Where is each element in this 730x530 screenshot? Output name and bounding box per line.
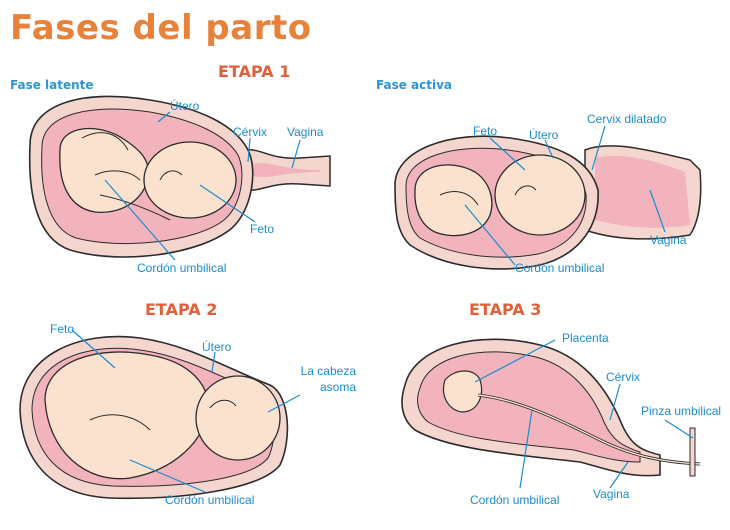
stage-2-heading: ETAPA 2 — [145, 300, 218, 319]
s3-vagina-label: Vagina — [593, 487, 630, 501]
stage-3-heading: ETAPA 3 — [469, 300, 542, 319]
s2-uterus-label: Útero — [202, 340, 232, 354]
s1-cervix-label: Cérvix — [233, 125, 268, 139]
s2-head-label-line2: asoma — [319, 380, 356, 394]
latent-phase-heading: Fase latente — [10, 78, 94, 92]
stage-1-active-diagram — [394, 125, 702, 270]
s1b-cord-label: Cordón umbilical — [515, 261, 605, 275]
s1b-fetus-head — [494, 154, 586, 236]
s3-cord-label: Cordón umbilical — [470, 493, 560, 507]
s2-cord-label: Cordón umbilical — [165, 493, 255, 507]
active-phase-heading: Fase activa — [376, 78, 453, 92]
page-title: Fases del parto — [10, 8, 312, 48]
s3-placenta — [442, 370, 483, 413]
stage-1-latent-diagram — [28, 95, 331, 261]
stage-3-diagram — [401, 338, 701, 489]
s3-placenta-label: Placenta — [562, 331, 609, 345]
stage-2-diagram — [19, 329, 301, 500]
s3-umbilical-clamp — [689, 427, 696, 477]
s1-vagina-label: Vagina — [287, 125, 324, 139]
s1b-fetus-body — [414, 164, 493, 237]
s1b-vagina-label: Vagina — [650, 233, 687, 247]
s1-cord-label: Cordón umbilical — [137, 261, 227, 275]
s3-cervix-label: Cérvix — [606, 370, 641, 384]
s1b-fetus-label: Feto — [473, 124, 498, 138]
s2-fetus-head — [195, 375, 281, 461]
s1-uterus-label: Útero — [170, 99, 200, 113]
s3-clamp-label: Pinza umbilical — [641, 404, 722, 418]
s1-fetus-head — [143, 141, 237, 219]
stage-1-heading: ETAPA 1 — [218, 62, 291, 81]
s1b-uterus-label: Útero — [529, 128, 559, 142]
s2-fetus-label: Feto — [50, 322, 75, 336]
s1-fetus-label: Feto — [250, 222, 275, 236]
s1b-cervix-label: Cervix dilatado — [587, 112, 667, 126]
s2-head-label-line1: La cabeza — [300, 364, 356, 378]
